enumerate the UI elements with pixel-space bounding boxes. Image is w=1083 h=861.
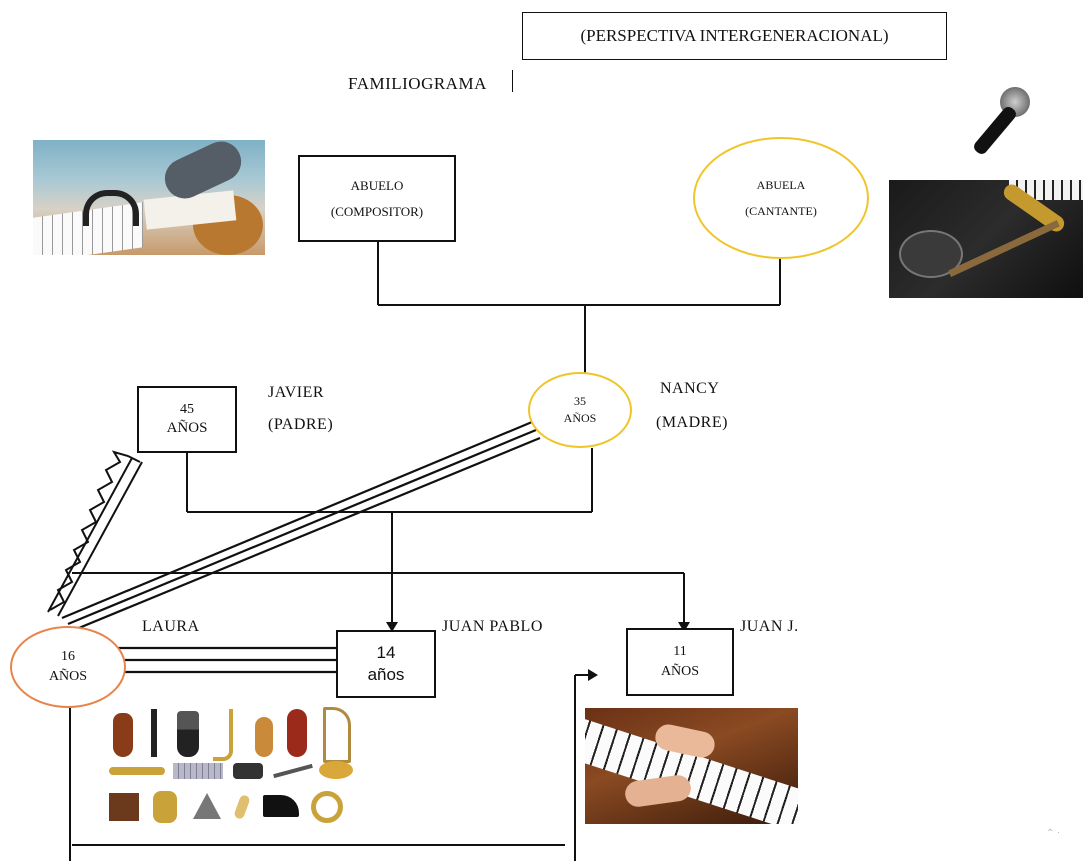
saxophone-icon [213, 709, 233, 761]
corner-dots: ⌃ · [1046, 828, 1061, 839]
mother-role: (MADRE) [656, 414, 728, 431]
juan-j-name: JUAN J. [740, 618, 799, 635]
guitar-icon [255, 717, 273, 757]
subtitle-text: (PERSPECTIVA INTERGENERACIONAL) [580, 26, 889, 45]
father-age: 45 [180, 401, 194, 417]
flute-icon [273, 763, 313, 779]
trumpet-icon [109, 767, 165, 775]
juan-pablo-age-unit: años [367, 665, 405, 684]
juan-pablo-name: JUAN PABLO [442, 618, 543, 635]
father-age-unit: AÑOS [166, 419, 208, 436]
juan-pablo-node: 14 años [336, 630, 436, 698]
grandfather-name: ABUELO [350, 177, 404, 193]
xylophone-icon [173, 763, 223, 779]
grandmother-node: ABUELA (CANTANTE) [693, 137, 869, 259]
laura-age: 16 [61, 649, 75, 665]
instruments-photo [889, 180, 1083, 298]
juan-j-node: 11 AÑOS [626, 628, 734, 696]
headphones-shape [83, 190, 139, 226]
organ-icon [109, 793, 139, 821]
french-horn-icon [311, 791, 343, 823]
father-role: (PADRE) [268, 416, 334, 433]
text-cursor [512, 70, 513, 92]
triangle-icon [193, 793, 221, 819]
laura-node: 16 AÑOS [10, 626, 126, 708]
harp-icon [323, 707, 351, 763]
juan-pablo-age: 14 [376, 642, 396, 662]
subtitle-box: (PERSPECTIVA INTERGENERACIONAL) [522, 12, 947, 60]
laura-name: LAURA [142, 618, 200, 635]
cymbal-icon [319, 761, 353, 779]
juan-j-age: 11 [673, 644, 687, 660]
instruments-icons [105, 705, 360, 830]
page-title: FAMILIOGRAMA [348, 74, 487, 93]
microphone-picture [940, 85, 1035, 170]
father-node: 45 AÑOS [137, 386, 237, 453]
juan-j-age-unit: AÑOS [660, 664, 700, 679]
grand-piano-icon [263, 795, 299, 817]
grandfather-role: (COMPOSITOR) [330, 203, 424, 219]
violin-icon [113, 713, 133, 757]
mother-age-unit: AÑOS [563, 411, 597, 425]
cello-icon [287, 709, 307, 757]
mic-handle-shape [971, 104, 1019, 157]
mother-age: 35 [574, 394, 586, 409]
electric-guitar-icon [177, 711, 199, 757]
mother-name: NANCY [660, 380, 720, 397]
tuba-icon [153, 791, 177, 823]
clarinet-icon [151, 709, 157, 757]
composer-photo [33, 140, 265, 255]
piano-photo [585, 708, 798, 824]
father-name: JAVIER [268, 384, 325, 401]
drum-icon [233, 763, 263, 779]
laura-age-unit: AÑOS [48, 669, 88, 684]
grandmother-name: ABUELA [756, 177, 806, 192]
guitar-neck-shape [948, 219, 1060, 278]
grandmother-role: (CANTANTE) [745, 204, 817, 218]
mother-node: 35 AÑOS [528, 372, 632, 448]
grandfather-node: ABUELO (COMPOSITOR) [298, 155, 456, 242]
maracas-icon [233, 794, 251, 820]
